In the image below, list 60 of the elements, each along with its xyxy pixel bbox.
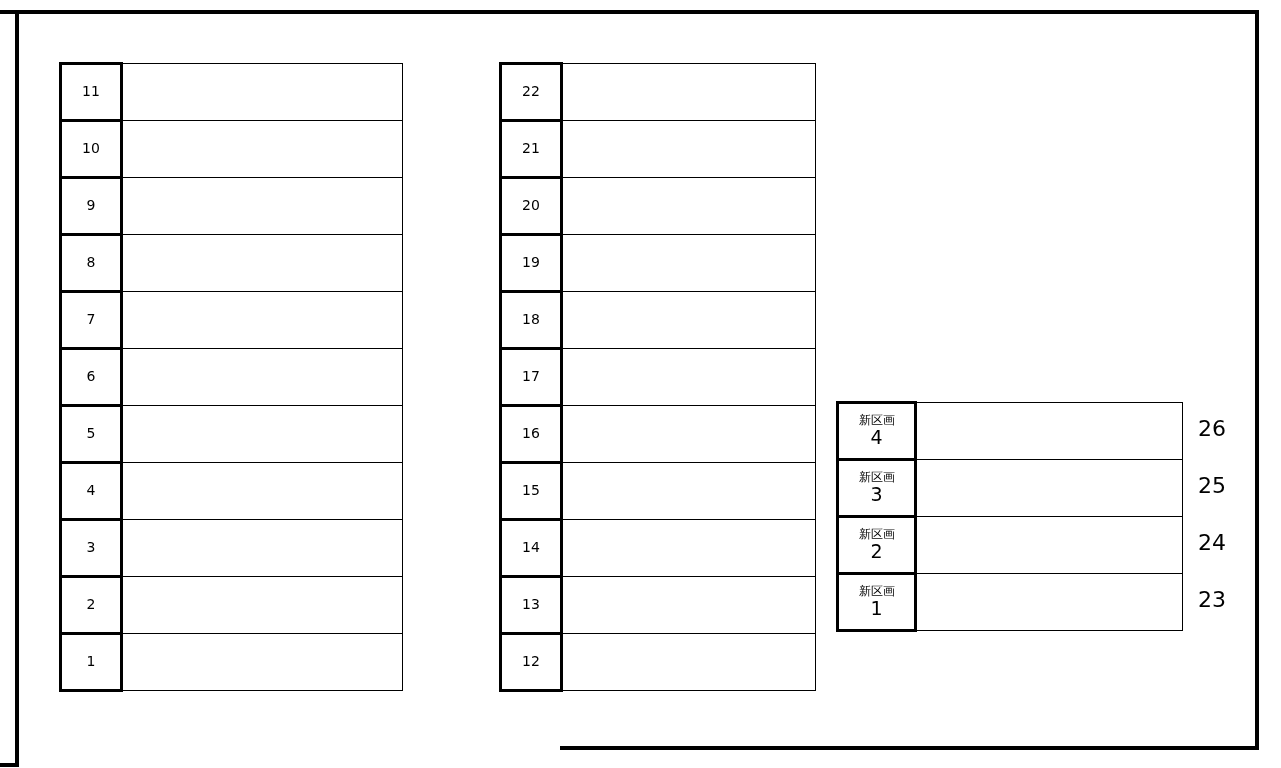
parking-stall [60,63,403,121]
stall-number: 22 [522,84,540,100]
stall-number: 7 [86,312,96,328]
stall-number: 18 [522,312,540,328]
parking-stall [837,402,1183,460]
parking-stall [500,177,816,235]
stall-number: 5 [86,426,96,442]
stall-label: 新区画 [858,527,895,542]
stall-number: 1 [86,654,96,670]
stall-number: 10 [82,141,100,157]
stall-number: 2 [870,541,883,563]
stall-number: 21 [522,141,540,157]
parking-stall [60,234,403,292]
stall-number: 3 [870,484,883,506]
parking-stall [60,405,403,463]
parking-stall [60,120,403,178]
parking-stall [500,633,816,691]
stall-number: 8 [86,255,96,271]
parking-stall [60,348,403,406]
stall-number: 11 [82,84,100,100]
stall-number: 2 [86,597,96,613]
parking-stall [500,63,816,121]
parking-stall [500,519,816,577]
stall-number: 14 [522,540,540,556]
parking-stall [837,573,1183,631]
stall-number: 13 [522,597,540,613]
parking-stall [60,519,403,577]
parking-stall [500,462,816,520]
stall-label: 新区画 [858,584,895,599]
stall-number: 12 [522,654,540,670]
parking-stall [837,459,1183,517]
stall-number-label: 25 [1198,473,1226,498]
parking-stall [500,120,816,178]
parking-stall [60,462,403,520]
parking-stall [60,633,403,691]
parking-stall [837,516,1183,574]
stall-number-label: 26 [1198,416,1226,441]
stall-label: 新区画 [858,413,895,428]
stall-number: 4 [870,427,883,449]
parking-stall [500,348,816,406]
stall-number: 6 [86,369,96,385]
stall-number: 9 [86,198,96,214]
stall-number: 15 [522,483,540,499]
stall-number: 19 [522,255,540,271]
stall-number: 16 [522,426,540,442]
stall-number-label: 23 [1198,587,1226,612]
parking-stall [60,576,403,634]
stall-number: 3 [86,540,96,556]
stall-number: 4 [86,483,96,499]
stall-number-label: 24 [1198,530,1226,555]
parking-stall [500,234,816,292]
parking-stall [500,405,816,463]
parking-stall [60,177,403,235]
stall-number: 17 [522,369,540,385]
stall-number: 1 [870,598,883,620]
parking-stall [60,291,403,349]
stall-label: 新区画 [858,470,895,485]
parking-stall [500,576,816,634]
parking-stall [500,291,816,349]
stall-number: 20 [522,198,540,214]
